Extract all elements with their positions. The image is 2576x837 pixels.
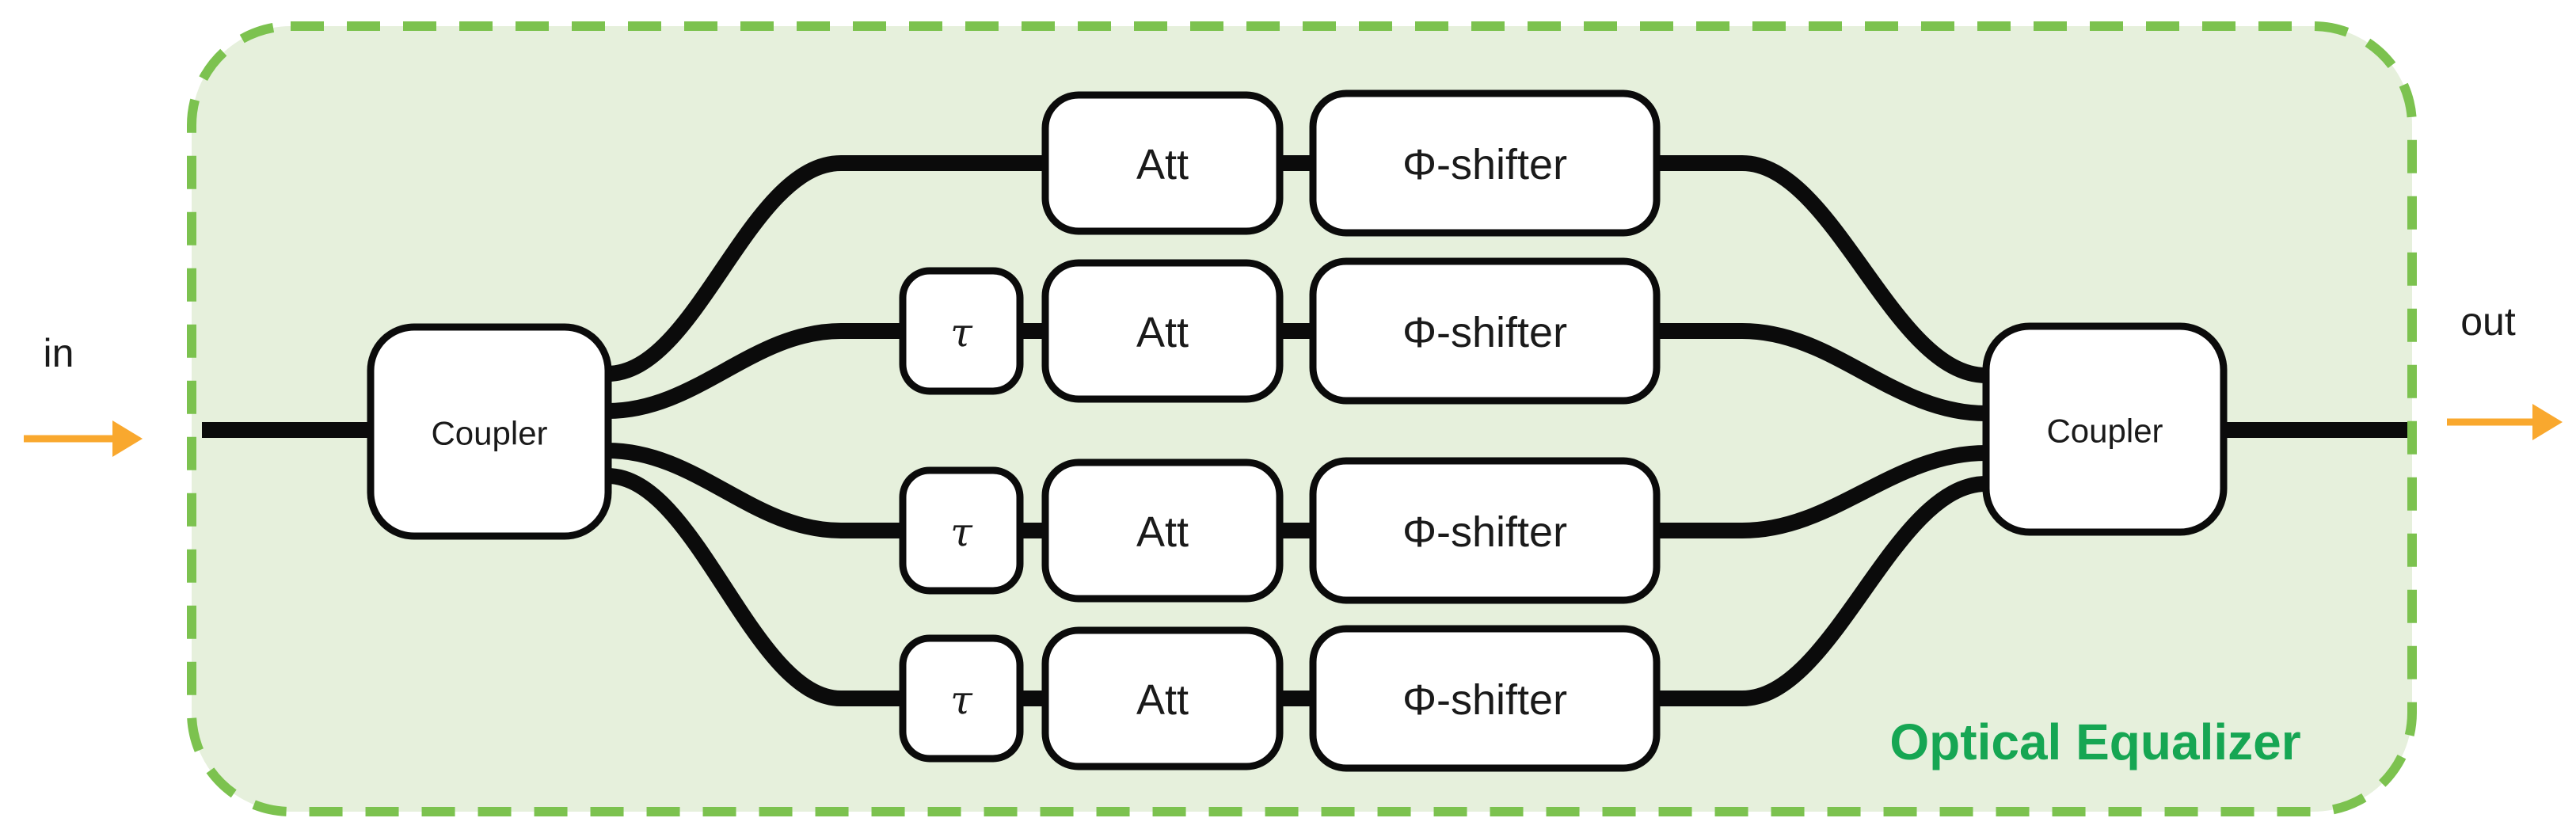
branch-3-attenuator-label: Att <box>1136 508 1189 556</box>
branch-4-phase-shifter-box <box>1309 625 1661 772</box>
branch-2-attenuator-box <box>1041 259 1284 403</box>
branch-4-phase-shifter-label: Φ-shifter <box>1402 676 1567 724</box>
branch-4: τ Att Φ-shifter <box>899 625 1661 772</box>
branch-3: τ Att Φ-shifter <box>899 457 1661 604</box>
left-coupler: Coupler <box>367 323 612 540</box>
diagram-title: Optical Equalizer <box>1889 713 2300 770</box>
output-label: out <box>2460 299 2516 344</box>
branch-2-phase-shifter-label: Φ-shifter <box>1402 309 1567 356</box>
right-coupler-label: Coupler <box>2046 413 2163 450</box>
branch-4-waveguide <box>607 468 1987 706</box>
branch-4-attenuator-label: Att <box>1136 676 1189 724</box>
branch-2-phase-shifter-box <box>1309 257 1661 405</box>
branch-3-attenuator-box <box>1041 458 1284 603</box>
branch-2-waveguide <box>607 323 1987 421</box>
branch-3-waveguide <box>607 443 1987 538</box>
branch-3-phase-shifter-label: Φ-shifter <box>1402 508 1567 556</box>
branch-4-delay-label: τ <box>950 677 973 723</box>
branch-4-delay-box <box>899 634 1024 763</box>
input-arrow-icon <box>24 420 143 457</box>
left-coupler-box <box>367 323 612 540</box>
input-label: in <box>44 331 74 375</box>
branch-3-delay-label: τ <box>950 509 973 555</box>
branch-4-attenuator-box <box>1041 626 1284 770</box>
right-coupler: Coupler <box>1982 322 2228 536</box>
branch-2-delay-label: τ <box>950 310 973 356</box>
branch-1: Att Φ-shifter <box>1041 89 1661 237</box>
branch-1-phase-shifter-box <box>1309 89 1661 237</box>
branch-2-delay-box <box>899 267 1024 395</box>
branch-2-attenuator-label: Att <box>1136 309 1189 356</box>
left-coupler-label: Coupler <box>431 415 547 452</box>
branch-1-attenuator-label: Att <box>1136 141 1189 188</box>
output-arrow-icon <box>2447 404 2563 440</box>
branch-waveguides <box>607 155 1987 706</box>
branch-2: τ Att Φ-shifter <box>899 257 1661 405</box>
branch-1-attenuator-box <box>1041 91 1284 235</box>
branch-3-delay-box <box>899 466 1024 595</box>
branch-1-phase-shifter-label: Φ-shifter <box>1402 141 1567 188</box>
branch-3-phase-shifter-box <box>1309 457 1661 604</box>
branch-1-waveguide <box>607 155 1987 383</box>
